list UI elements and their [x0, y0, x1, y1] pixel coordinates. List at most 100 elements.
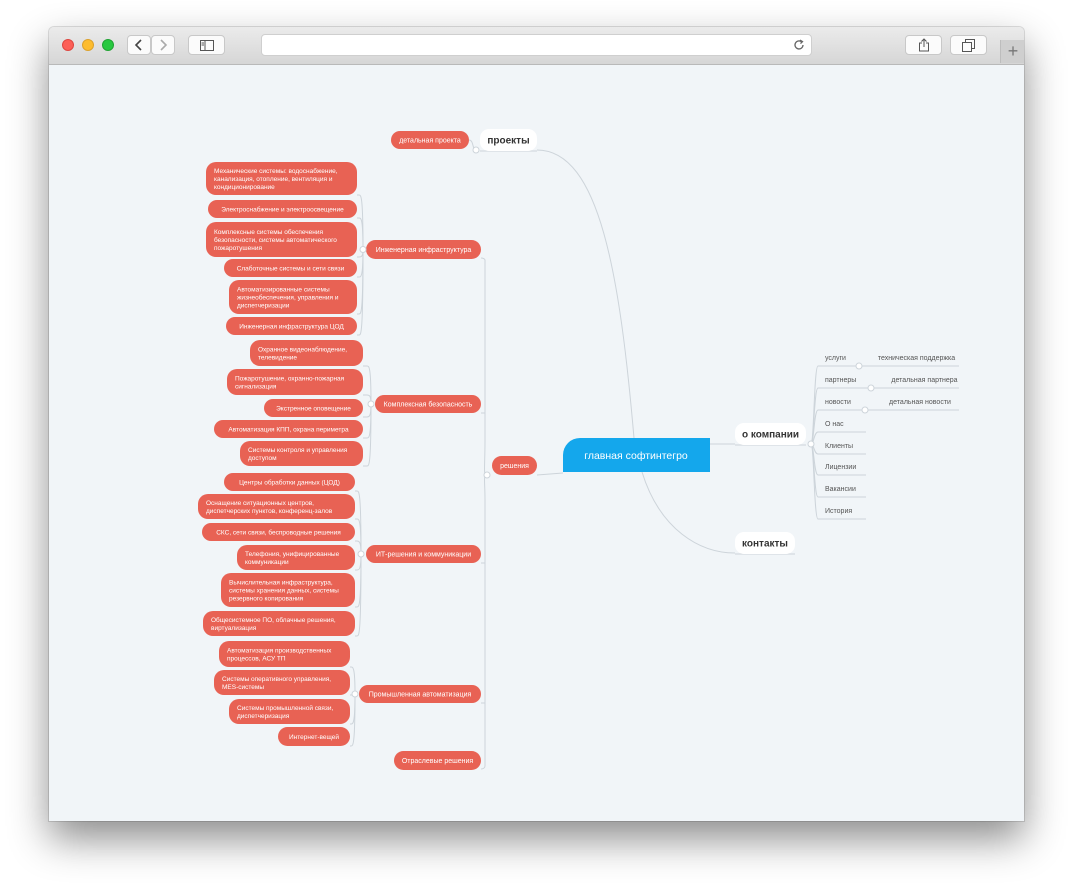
node-solution-group[interactable]: Инженерная инфраструктура — [366, 240, 481, 259]
node-solution-item[interactable]: Интернет-вещей — [278, 727, 350, 746]
node-solutions[interactable]: решения — [492, 456, 537, 475]
node-box — [394, 751, 481, 770]
node-solution-group[interactable]: Промышленная автоматизация — [359, 685, 481, 703]
node-solution-item[interactable]: Слаботочные системы и сети связи — [224, 259, 357, 277]
connector-line — [355, 553, 362, 608]
node-box — [224, 259, 357, 277]
connector-dot — [351, 690, 359, 698]
node-project-detail[interactable]: детальная проекта — [391, 131, 469, 149]
node-label: о компании — [742, 430, 799, 441]
browser-window: + главная софтинтегро проекты детальная пр… — [49, 27, 1024, 821]
node-label: СКС, сети связи, беспроводные решения — [216, 528, 341, 536]
plus-icon: + — [1007, 41, 1019, 61]
node-solution-group[interactable]: Отраслевые решения — [394, 751, 481, 770]
connector-line — [355, 553, 362, 637]
node-solution-item[interactable]: Оснащение ситуационных центров,диспетчер… — [198, 494, 355, 519]
node-solution-item[interactable]: СКС, сети связи, беспроводные решения — [202, 523, 355, 541]
node-solution-item[interactable]: Системы оперативного управления,MES-сист… — [214, 670, 350, 695]
node-contacts[interactable]: контакты — [735, 532, 795, 554]
connector-dot — [483, 471, 491, 479]
node-solution-item[interactable]: Пожаротушение, охранно-пожарнаясигнализа… — [227, 369, 363, 395]
node-solution-group[interactable]: Комплексная безопасность — [375, 395, 481, 413]
node-box — [366, 545, 481, 563]
node-solution-item[interactable]: Центры обработки данных (ЦОД) — [224, 473, 355, 491]
node-about-item[interactable]: Клиенты — [825, 443, 853, 450]
node-about-item[interactable]: Лицензии — [825, 464, 856, 471]
node-about-item[interactable]: партнеры — [825, 377, 856, 384]
node-box — [375, 395, 481, 413]
node-label: Комплексная безопасность — [384, 400, 473, 408]
zoom-window-button[interactable] — [102, 39, 114, 51]
forward-button[interactable] — [151, 35, 175, 55]
node-label: сигнализация — [235, 383, 277, 390]
node-label: Вычислительная инфраструктура, — [229, 579, 333, 586]
connector-line — [350, 666, 356, 695]
new-tab-button[interactable]: + — [1000, 40, 1024, 63]
node-label: пожаротушения — [214, 245, 262, 252]
back-button[interactable] — [127, 35, 151, 55]
node-solution-item[interactable]: Комплексные системы обеспечениябезопасно… — [206, 222, 357, 257]
node-about-item[interactable]: услуги — [825, 355, 846, 362]
node-box — [208, 200, 357, 218]
node-box — [229, 699, 350, 724]
node-solution-item[interactable]: Механические системы: водоснабжение,кана… — [206, 162, 357, 195]
node-about-item[interactable]: История — [825, 508, 852, 515]
central-node[interactable]: главная софтинтегро — [563, 438, 710, 472]
node-box — [198, 494, 355, 519]
node-label: резервного копирования — [229, 595, 304, 602]
node-solution-item[interactable]: Охранное видеонаблюдение,телевидение — [250, 340, 363, 366]
address-bar[interactable] — [261, 34, 812, 56]
node-about-detail[interactable]: детальная партнера — [891, 377, 957, 384]
tabs-overview-button[interactable] — [950, 35, 987, 55]
node-box — [480, 129, 537, 151]
node-solution-item[interactable]: Автоматизация КПП, охрана периметра — [214, 420, 363, 438]
connector-line — [641, 471, 736, 554]
node-solution-item[interactable]: Инженерная инфраструктура ЦОД — [226, 317, 357, 335]
node-box — [240, 441, 363, 466]
node-solution-group[interactable]: ИТ-решения и коммуникации — [366, 545, 481, 563]
node-label: коммуникации — [245, 559, 289, 566]
node-solution-item[interactable]: Общесистемное ПО, облачные решения,вирту… — [203, 611, 355, 636]
minimize-window-button[interactable] — [82, 39, 94, 51]
connector-line — [357, 249, 364, 336]
node-about[interactable]: о компании — [735, 423, 806, 445]
node-projects[interactable]: проекты — [480, 129, 537, 151]
node-box — [206, 222, 357, 257]
connector-line — [536, 472, 564, 476]
node-solution-item[interactable]: Электроснабжение и электроосвещение — [208, 200, 357, 218]
reload-icon[interactable] — [793, 39, 805, 51]
node-about-detail[interactable]: детальная новости — [889, 399, 951, 406]
node-solution-item[interactable]: Системы промышленной связи,диспетчеризац… — [229, 699, 350, 724]
chevron-left-icon — [134, 39, 142, 51]
node-label: Интернет-вещей — [289, 733, 339, 741]
node-label: Автоматизированные системы — [237, 286, 330, 293]
node-label: Механические системы: водоснабжение, — [214, 167, 338, 175]
node-box — [219, 641, 350, 667]
node-label: Промышленная автоматизация — [369, 691, 472, 698]
node-about-detail[interactable]: техническая поддержка — [878, 355, 955, 362]
share-button[interactable] — [905, 35, 942, 55]
node-about-item[interactable]: новости — [825, 399, 851, 406]
node-label: Инженерная инфраструктура ЦОД — [239, 323, 344, 330]
node-solution-item[interactable]: Вычислительная инфраструктура,системы хр… — [221, 573, 355, 607]
node-about-item[interactable]: О нас — [825, 421, 844, 428]
node-solution-item[interactable]: Автоматизация производственныхпроцессов,… — [219, 641, 350, 667]
node-box — [214, 420, 363, 438]
close-window-button[interactable] — [62, 39, 74, 51]
sidebar-button[interactable] — [188, 35, 225, 55]
node-solution-item[interactable]: Автоматизированные системыжизнеобеспечен… — [229, 280, 357, 314]
connector-line — [350, 693, 356, 725]
node-box — [221, 573, 355, 607]
node-solution-item[interactable]: Экстренное оповещение — [264, 399, 363, 417]
node-box — [359, 685, 481, 703]
node-box — [203, 611, 355, 636]
node-box — [735, 532, 795, 554]
node-label: диспетчеризации — [237, 302, 290, 309]
node-about-item[interactable]: Вакансии — [825, 486, 856, 493]
node-box — [563, 438, 710, 472]
node-label: процессов, АСУ ТП — [227, 655, 286, 662]
node-label: детальная проекта — [399, 137, 461, 144]
connector-dot — [855, 362, 863, 370]
